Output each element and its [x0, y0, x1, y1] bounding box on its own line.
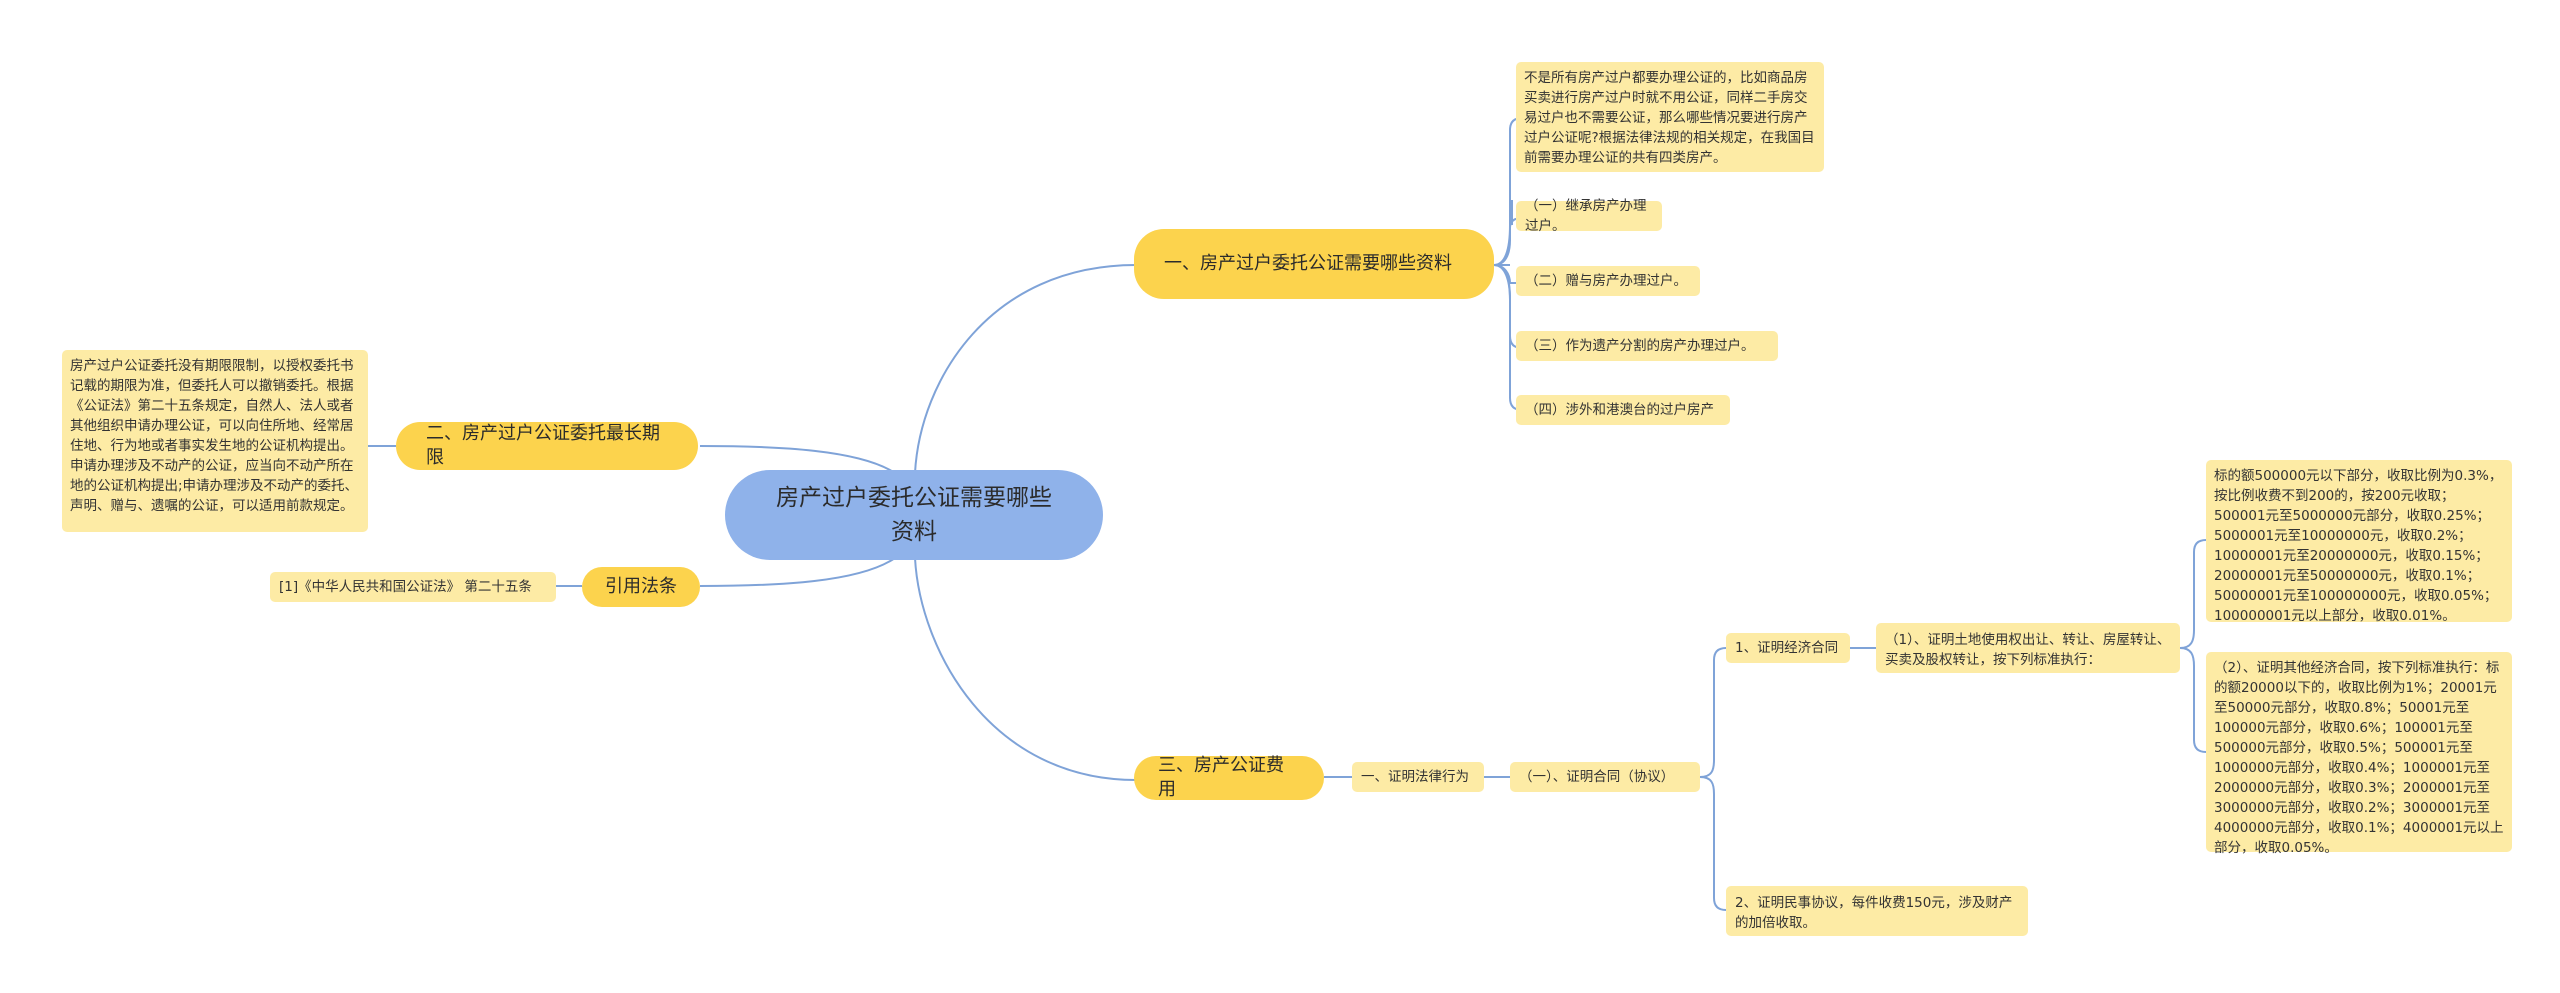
leaf-cited-law-text: [1]《中华人民共和国公证法》 第二十五条	[270, 572, 556, 602]
leaf-civil-agreement: 2、证明民事协议，每件收费150元，涉及财产的加倍收取。	[1726, 886, 2028, 936]
edge-root-branch1	[914, 264, 1137, 474]
leaf-notarization-intro: 不是所有房产过户都要办理公证的，比如商品房买卖进行房产过户时就不用公证，同样二手…	[1516, 62, 1824, 172]
edge-root-branch4	[914, 557, 1137, 781]
branch-fees[interactable]: 三、房产公证费用	[1134, 755, 1324, 800]
branch-cited-law-label: 引用法条	[605, 576, 677, 597]
branch-max-term[interactable]: 二、房产过户公证委托最长期限	[396, 422, 698, 470]
branch-required-documents-label: 一、房产过户委托公证需要哪些资料	[1164, 253, 1452, 274]
root-label: 房产过户委托公证需要哪些资料	[776, 485, 1052, 545]
leaf-land-fee-schedule: 标的额500000元以下部分，收取比例为0.3%，按比例收费不到200的，按20…	[2206, 460, 2512, 624]
leaf-prove-contract: （一）、证明合同（协议）	[1510, 762, 1700, 792]
edge-root-branch2	[699, 445, 896, 474]
root-node[interactable]: 房产过户委托公证需要哪些资料	[725, 470, 1103, 560]
branch-cited-law[interactable]: 引用法条	[582, 567, 700, 607]
leaf-prove-legal-acts: 一、证明法律行为	[1352, 762, 1484, 792]
edge-sub4-sub5	[2179, 539, 2207, 649]
leaf-gift: （二）赠与房产办理过户。	[1516, 266, 1700, 296]
leaf-land-use-transfer: （1）、证明土地使用权出让、转让、房屋转让、买卖及股权转让，按下列标准执行：	[1876, 623, 2180, 673]
leaf-estate-division: （三）作为遗产分割的房产办理过户。	[1516, 331, 1778, 361]
edge-root-branch3	[699, 557, 896, 587]
leaf-inheritance: （一）继承房产办理过户。	[1516, 198, 1662, 234]
leaf-max-term-text: 房产过户公证委托没有期限限制，以授权委托书记载的期限为准，但委托人可以撤销委托。…	[62, 350, 368, 532]
edge-sub2-sub3	[1699, 647, 1727, 778]
branch-required-documents[interactable]: 一、房产过户委托公证需要哪些资料	[1134, 229, 1494, 299]
branch-max-term-label: 二、房产过户公证委托最长期限	[426, 423, 660, 468]
leaf-foreign-related: （四）涉外和港澳台的过户房产	[1516, 395, 1730, 425]
leaf-economic-contract: 1、证明经济合同	[1726, 633, 1850, 663]
branch-fees-label: 三、房产公证费用	[1158, 755, 1284, 800]
leaf-other-contract-fee-schedule: （2）、证明其他经济合同，按下列标准执行：标的额20000以下的，收取比例为1%…	[2206, 652, 2512, 856]
